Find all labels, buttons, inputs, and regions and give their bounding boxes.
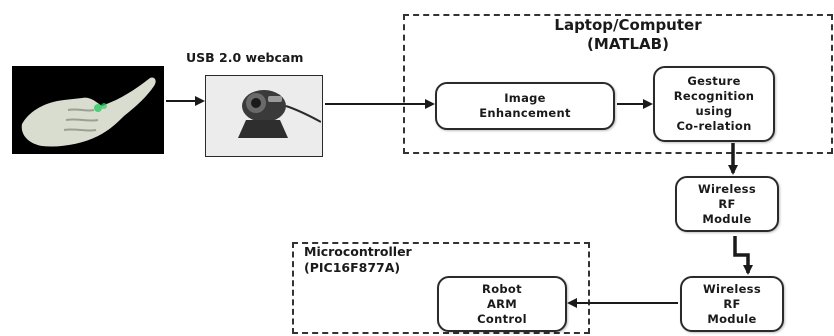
wireless-rf-module-1: Wireless RF Module bbox=[675, 176, 779, 232]
laptop-title-line2: (MATLAB) bbox=[587, 35, 669, 53]
hand-icon bbox=[12, 66, 164, 154]
image-enhancement-box: Image Enhancement bbox=[435, 82, 615, 130]
laptop-title-line1: Laptop/Computer bbox=[554, 16, 702, 34]
laptop-group bbox=[403, 14, 833, 154]
gesture-recognition-line2: Recognition bbox=[673, 89, 755, 103]
wireless-rf-2-line2: RF bbox=[723, 296, 741, 311]
gesture-recognition-line4: Co-relation bbox=[676, 119, 752, 133]
webcam-photo bbox=[205, 75, 323, 157]
laptop-group-title: Laptop/Computer (MATLAB) bbox=[478, 16, 778, 54]
wireless-rf-module-2: Wireless RF Module bbox=[680, 276, 784, 332]
webcam-label: USB 2.0 webcam bbox=[186, 50, 304, 65]
arrow-rf1-to-rf2 bbox=[733, 236, 753, 275]
gesture-recognition-box: Gesture Recognition using Co-relation bbox=[653, 66, 775, 142]
wireless-rf-1-line2: RF bbox=[718, 196, 736, 211]
robot-arm-control-box: Robot ARM Control bbox=[437, 276, 567, 332]
robot-arm-line3: Control bbox=[477, 311, 527, 326]
image-enhancement-line2: Enhancement bbox=[479, 106, 571, 120]
robot-arm-line2: ARM bbox=[486, 296, 518, 311]
hand-gesture-photo bbox=[12, 66, 164, 154]
wireless-rf-1-line1: Wireless bbox=[698, 181, 756, 196]
microcontroller-group bbox=[292, 242, 590, 334]
image-enhancement-line1: Image bbox=[504, 91, 546, 105]
gesture-recognition-line3: using bbox=[695, 104, 733, 118]
microcontroller-group-title: Microcontroller (PIC16F877A) bbox=[304, 244, 412, 276]
robot-arm-line1: Robot bbox=[482, 281, 522, 296]
micro-title-line2: (PIC16F877A) bbox=[304, 260, 401, 275]
gesture-recognition-line1: Gesture bbox=[687, 74, 741, 88]
wireless-rf-1-line3: Module bbox=[702, 211, 752, 226]
micro-title-line1: Microcontroller bbox=[304, 244, 412, 259]
wireless-rf-2-line1: Wireless bbox=[703, 281, 761, 296]
wireless-rf-2-line3: Module bbox=[707, 311, 757, 326]
webcam-icon bbox=[206, 76, 322, 155]
